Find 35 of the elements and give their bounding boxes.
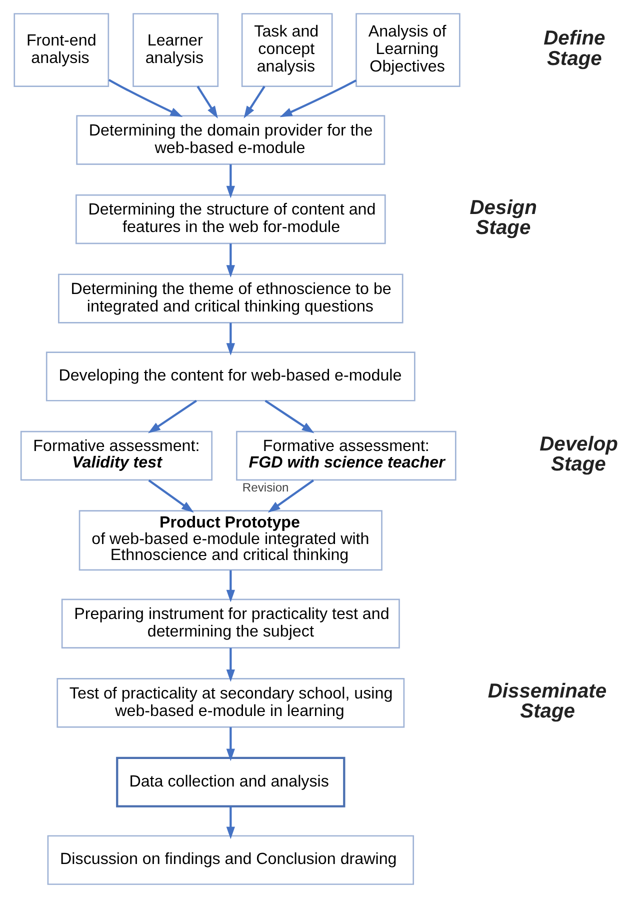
arrow <box>196 86 218 118</box>
arrow <box>264 400 314 434</box>
node-box: Developing the content for web-based e-module <box>46 352 416 402</box>
arrow <box>148 479 194 513</box>
arrow <box>280 80 357 118</box>
node-box: Formative assessment: Validity test <box>20 430 213 481</box>
arrow <box>226 244 235 278</box>
node-box: Determining the structure of content and features in the web for-module <box>76 194 386 244</box>
label: Define Stage <box>544 28 606 70</box>
arrow <box>226 648 235 682</box>
arrow <box>226 806 235 840</box>
node-box: Data collection and analysis <box>116 756 346 808</box>
arrow <box>108 79 183 118</box>
arrow <box>226 570 235 602</box>
label: Design Stage <box>470 196 537 240</box>
arrow <box>226 322 235 356</box>
arrow <box>226 164 235 198</box>
label: Disseminate Stage <box>488 680 607 723</box>
node-box: Discussion on findings and Conclusion drawing <box>47 835 414 885</box>
node-box: Formative assessment: FGD with science teacher <box>236 430 456 481</box>
node-box: Product Prototype of web-based e-module integrated with Ethnoscience and critical thinking <box>78 510 382 571</box>
label: Develop Stage <box>540 433 618 476</box>
edge-label: Revision <box>242 480 289 495</box>
arrow <box>226 727 235 762</box>
node-box: Test of practicality at secondary school, using web-based e-module in learning <box>56 678 405 728</box>
node-box: Learner analysis <box>132 13 219 87</box>
node-box: Front-end analysis <box>14 13 110 87</box>
arrow <box>268 479 314 513</box>
arrow <box>148 400 197 434</box>
node-box: Task and concept analysis <box>241 13 333 87</box>
node-box: Analysis of Learning Objectives <box>356 13 460 87</box>
node-box: Determining the domain provider for the web-based e-module <box>76 115 386 165</box>
node-box: Preparing instrument for practicality test and determining the subject <box>61 598 400 648</box>
arrow <box>244 86 266 118</box>
node-box: Determining the theme of ethnoscience to be integrated and critical thinking questions <box>58 274 404 324</box>
